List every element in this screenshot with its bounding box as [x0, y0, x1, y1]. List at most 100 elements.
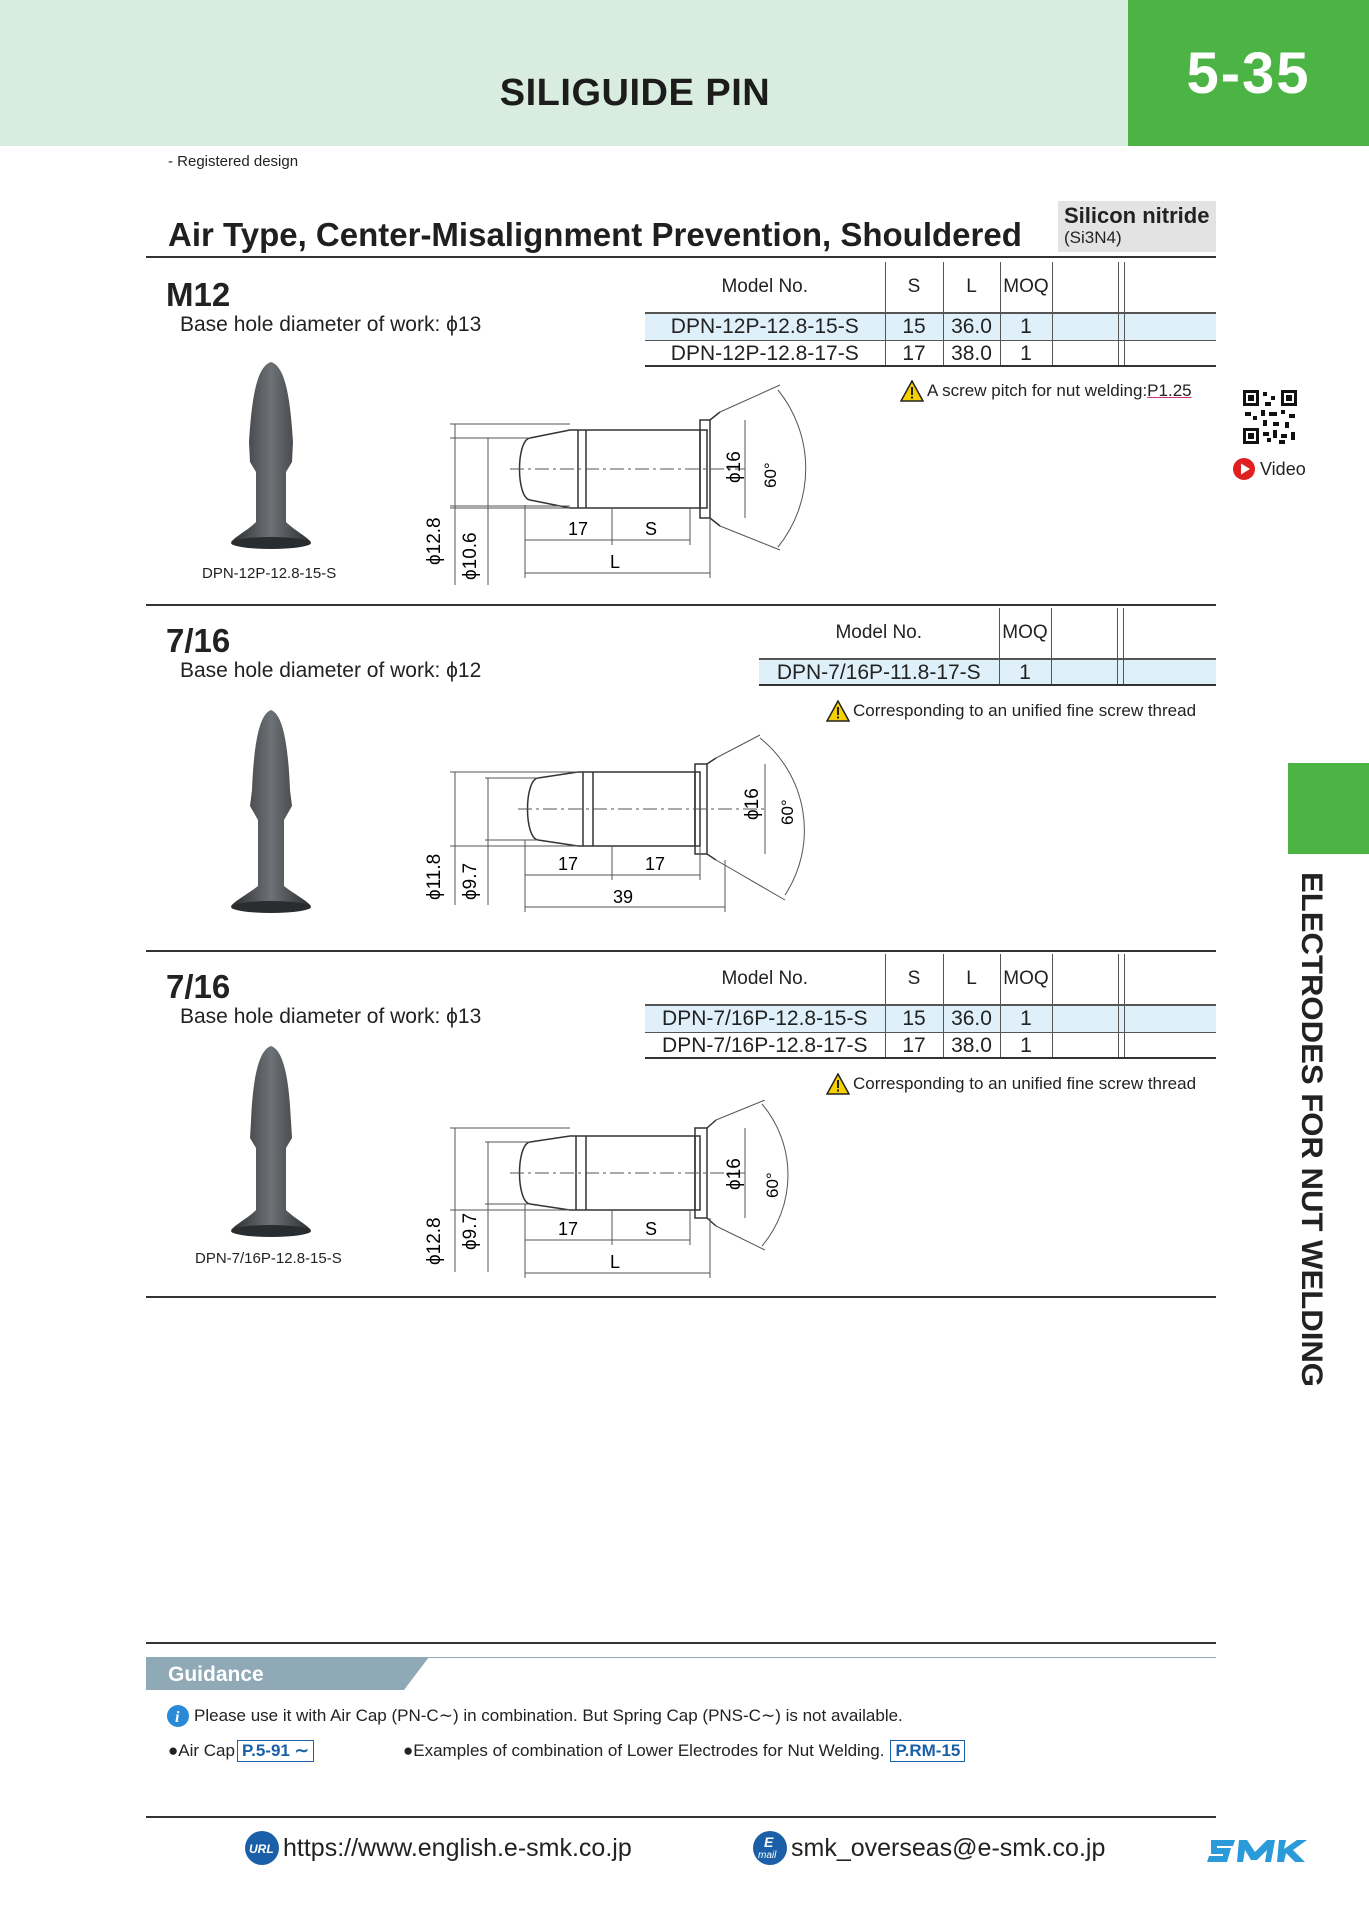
warning-icon: [900, 380, 924, 402]
spec-table: Model No. S L MOQ DPN-12P-12.8-15-S 15 3…: [645, 262, 1216, 367]
examples-page-link[interactable]: P.RM-15: [890, 1740, 966, 1762]
table-row: DPN-7/16P-12.8-15-S 15 36.0 1: [645, 1004, 1216, 1033]
video-link[interactable]: Video: [1232, 457, 1306, 481]
col-moq: MOQ: [999, 954, 1052, 1005]
material-badge: Silicon nitride (Si3N4): [1058, 201, 1216, 252]
url-text[interactable]: https://www.english.e-smk.co.jp: [283, 1833, 632, 1862]
col-model: Model No.: [835, 622, 923, 643]
page-number: 5-35: [1128, 0, 1369, 146]
footer-rule: [146, 1816, 1216, 1818]
model-no: DPN-7/16P-12.8-15-S: [645, 1004, 885, 1033]
examples-ref: ●Examples of combination of Lower Electr…: [403, 1740, 966, 1762]
dim-angle: 60°: [763, 1172, 782, 1198]
moq-value: 1: [999, 312, 1052, 341]
col-s: S: [884, 954, 943, 1005]
technical-drawing: 17 17 39 ϕ11.8 ϕ9.7 ϕ16 60°: [424, 734, 805, 912]
moq-value: 1: [998, 658, 1051, 686]
l-value: 38.0: [942, 340, 1000, 367]
product-size: 7/16: [166, 622, 231, 659]
table-bottom-rule: [645, 1057, 1216, 1059]
air-cap-page-link[interactable]: P.5-91 ∼: [236, 1740, 314, 1762]
base-hole-diameter: Base hole diameter of work: ϕ13: [180, 313, 482, 336]
s-value: 17: [884, 1032, 943, 1059]
l-value: 36.0: [942, 1004, 1000, 1033]
table-bottom-rule: [645, 365, 1216, 367]
side-tab-text: ELECTRODES FOR NUT WELDING: [1295, 872, 1328, 1387]
moq-value: 1: [999, 1032, 1052, 1059]
s-value: 15: [884, 312, 943, 341]
table-row: DPN-7/16P-11.8-17-S 1: [759, 658, 1216, 686]
dim-d-outer: ϕ12.8: [424, 517, 445, 565]
warning-icon: [826, 700, 850, 722]
url-globe-icon: URL: [245, 1831, 279, 1865]
section-divider: [146, 256, 1216, 258]
side-tab-green: [1288, 763, 1369, 854]
l-value: 38.0: [942, 1032, 1000, 1059]
pin-photo: [231, 362, 311, 549]
l-value: 36.0: [942, 312, 1000, 341]
header-band: [0, 0, 1128, 146]
moq-value: 1: [999, 340, 1052, 367]
technical-drawing: 17 S L ϕ12.8 ϕ10.6 ϕ16 60°: [424, 384, 807, 585]
thread-note: Corresponding to an unified fine screw t…: [826, 700, 1196, 722]
pitch-link[interactable]: P1.25: [1147, 381, 1192, 400]
dim-total: 39: [613, 887, 633, 907]
dim-len1: 17: [558, 1219, 578, 1239]
side-tab-label: ELECTRODES FOR NUT WELDING: [1295, 872, 1328, 1387]
col-moq: MOQ: [998, 608, 1051, 659]
spec-table: Model No. MOQ DPN-7/16P-11.8-17-S 1: [759, 608, 1216, 686]
dim-d-outer: ϕ11.8: [424, 854, 445, 900]
model-no: DPN-7/16P-12.8-17-S: [645, 1032, 885, 1059]
section-title: Air Type, Center-Misalignment Prevention…: [168, 216, 1022, 253]
guidance-tab: Guidance: [146, 1657, 429, 1690]
pin-photo: [231, 1046, 311, 1237]
guidance-rule: [420, 1657, 1216, 1658]
qr-code[interactable]: [1243, 390, 1297, 444]
guidance-info-text: Please use it with Air Cap (PN-C∼) in co…: [194, 1706, 903, 1725]
note-text: A screw pitch for nut welding:: [927, 381, 1148, 400]
dim-len1: 17: [568, 519, 588, 539]
section-divider: [146, 950, 1216, 952]
dim-d-outer: ϕ12.8: [424, 1217, 445, 1265]
air-cap-ref: ●Air Cap P.5-91 ∼: [168, 1740, 314, 1762]
dim-d-inner: ϕ10.6: [460, 532, 481, 580]
email-text[interactable]: smk_overseas@e-smk.co.jp: [791, 1833, 1106, 1862]
guidance-info: i Please use it with Air Cap (PN-C∼) in …: [166, 1704, 903, 1728]
base-hole-diameter: Base hole diameter of work: ϕ12: [180, 659, 482, 682]
col-l: L: [942, 954, 1000, 1005]
product-size: 7/16: [166, 968, 231, 1005]
model-no: DPN-7/16P-11.8-17-S: [759, 658, 999, 686]
guidance-top-rule: [146, 1642, 1216, 1644]
dim-total: L: [610, 552, 620, 572]
warning-icon: [826, 1073, 850, 1095]
page-title: SILIGUIDE PIN: [499, 72, 771, 114]
dim-total: L: [610, 1252, 620, 1272]
dim-d-inner: ϕ9.7: [460, 863, 481, 900]
col-moq: MOQ: [999, 262, 1052, 313]
info-icon: i: [167, 1705, 189, 1727]
dim-len2: S: [645, 519, 657, 539]
svg-text:i: i: [175, 1709, 180, 1726]
dim-d-inner: ϕ9.7: [460, 1213, 481, 1250]
material-name: Silicon nitride: [1064, 203, 1210, 228]
note-text: Corresponding to an unified fine screw t…: [853, 1074, 1197, 1093]
product-size: M12: [166, 276, 231, 313]
model-no: DPN-12P-12.8-17-S: [645, 340, 885, 367]
examples-label: ●Examples of combination of Lower Electr…: [403, 1741, 885, 1760]
play-icon: [1233, 458, 1255, 480]
table-row: DPN-12P-12.8-15-S 15 36.0 1: [645, 312, 1216, 341]
air-cap-label: ●Air Cap: [168, 1741, 235, 1760]
material-formula: (Si3N4): [1064, 228, 1122, 247]
col-s: S: [884, 262, 943, 313]
table-row: DPN-7/16P-12.8-17-S 17 38.0 1: [645, 1032, 1216, 1059]
photo-caption: DPN-12P-12.8-15-S: [202, 565, 337, 582]
pin-photo: [231, 710, 311, 913]
dim-d-head: ϕ16: [724, 451, 745, 483]
col-model: Model No.: [721, 968, 809, 989]
dim-d-head: ϕ16: [742, 788, 763, 820]
guidance-title: Guidance: [168, 1663, 264, 1686]
dim-len1: 17: [558, 854, 578, 874]
footer-url[interactable]: URL https://www.english.e-smk.co.jp: [244, 1830, 632, 1866]
video-label: Video: [1260, 458, 1306, 479]
